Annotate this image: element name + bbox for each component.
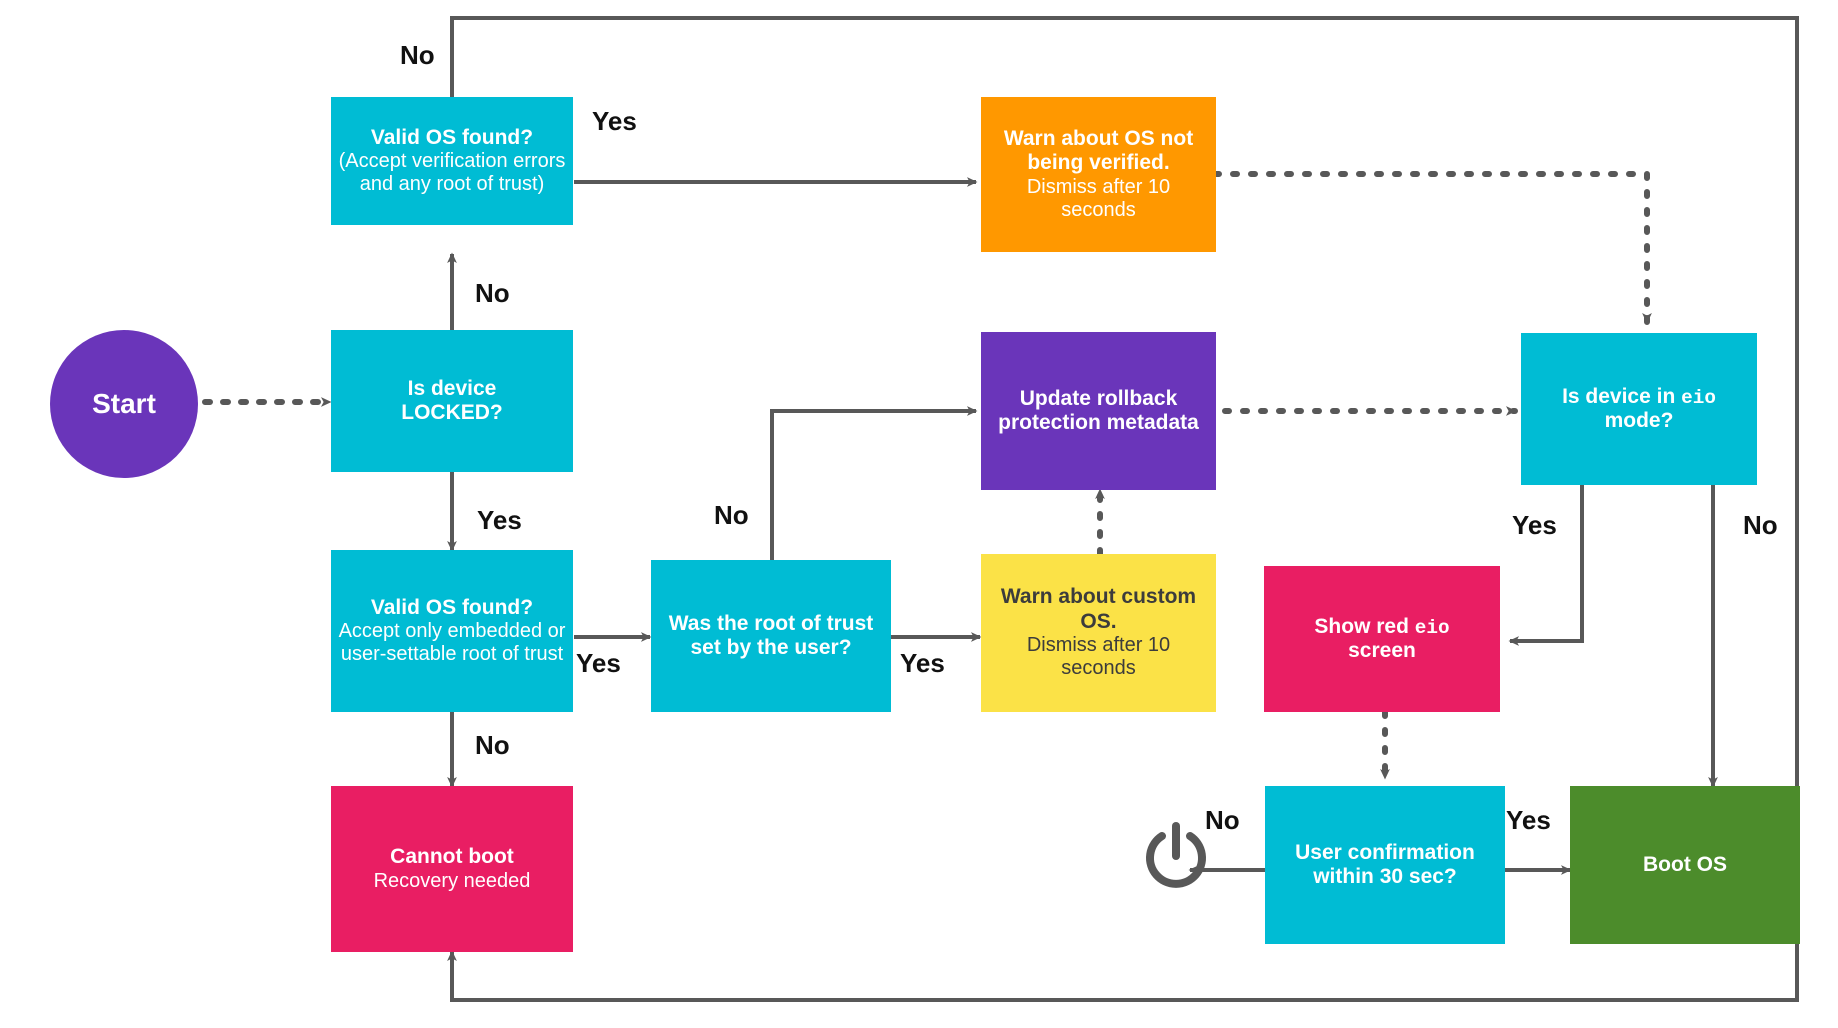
node-valid-bottom-title: Valid OS found? (370, 595, 534, 619)
node-eio-mode-title: Is device in eio mode? (1562, 385, 1716, 434)
node-rot-user-title: Was the root of trust set by the user? (668, 611, 874, 659)
edge-label-no-valid-bottom: No (475, 730, 510, 760)
edge-rot-user-to-rollback (770, 406, 978, 560)
node-locked-line1: Is device (407, 376, 497, 400)
node-eio-screen-title: Show red eio screen (1314, 615, 1449, 664)
node-warn-unverified-title: Warn about OS not being verified. (1003, 126, 1194, 175)
node-valid-top-subtitle: (Accept verification errors and any root… (338, 149, 566, 196)
node-boot-os-title: Boot OS (1643, 852, 1727, 876)
edge-label-no-locked-up: No (475, 278, 510, 308)
node-eio-mode-mono: eio (1681, 386, 1716, 409)
node-user-confirm-title: User confirmation within 30 sec? (1295, 840, 1475, 888)
edge-label-yes-user-confirm: Yes (1506, 805, 1551, 835)
node-eio-mode-pre: Is device in (1562, 384, 1676, 408)
node-show-red-eio-screen[interactable]: Show red eio screen (1264, 566, 1500, 712)
node-warn-os-not-verified[interactable]: Warn about OS not being verified. Dismis… (981, 97, 1216, 252)
node-valid-os-found-bottom[interactable]: Valid OS found? Accept only embedded or … (331, 550, 573, 712)
edge-label-no-top-loop: No (400, 40, 435, 70)
node-cannot-boot[interactable]: Cannot boot Recovery needed (331, 786, 573, 952)
node-warn-custom-subtitle: Dismiss after 10 seconds (1026, 634, 1171, 680)
edge-label-yes-rot-user: Yes (900, 648, 945, 678)
edge-label-no-user-confirm: No (1205, 805, 1240, 835)
node-valid-bottom-subtitle: Accept only embedded or user-settable ro… (338, 619, 566, 666)
node-locked-line2: LOCKED? (401, 401, 503, 424)
node-eio-screen-mono: eio (1414, 616, 1450, 639)
node-start-label: Start (92, 387, 156, 419)
node-warn-custom-os[interactable]: Warn about custom OS. Dismiss after 10 s… (981, 554, 1216, 712)
node-is-device-in-eio-mode[interactable]: Is device in eio mode? (1521, 333, 1757, 485)
node-warn-unverified-subtitle: Dismiss after 10 seconds (1026, 175, 1171, 221)
node-was-root-of-trust-set-by-user[interactable]: Was the root of trust set by the user? (651, 560, 891, 712)
edge-label-no-eio-mode: No (1743, 510, 1778, 540)
node-update-rollback-protection[interactable]: Update rollback protection metadata (981, 332, 1216, 490)
edge-label-no-rot-user: No (714, 500, 749, 530)
edge-label-yes-locked-down: Yes (477, 505, 522, 535)
edge-label-yes-eio-mode: Yes (1512, 510, 1557, 540)
node-eio-mode-post: mode? (1604, 409, 1674, 433)
node-valid-os-found-top[interactable]: Valid OS found? (Accept verification err… (331, 97, 573, 225)
node-warn-custom-title: Warn about custom OS. (1000, 585, 1197, 633)
edge-label-yes-valid-bottom: Yes (576, 648, 621, 678)
node-cannot-boot-title: Cannot boot (390, 845, 514, 869)
node-rollback-title: Update rollback protection metadata (998, 386, 1199, 434)
node-user-confirmation[interactable]: User confirmation within 30 sec? (1265, 786, 1505, 944)
node-eio-screen-post: screen (1348, 639, 1416, 663)
node-cannot-boot-subtitle: Recovery needed (373, 869, 531, 892)
node-eio-screen-pre: Show red (1314, 614, 1409, 638)
edge-label-yes-valid-top: Yes (592, 106, 637, 136)
node-is-device-locked[interactable]: Is device LOCKED? (331, 330, 573, 472)
edge-warn-unverified-to-eio-mode (1212, 171, 1652, 325)
power-off-icon (1140, 822, 1212, 898)
node-boot-os[interactable]: Boot OS (1570, 786, 1800, 944)
node-valid-top-title: Valid OS found? (370, 125, 534, 149)
edge-eio-mode-to-eio-screen (1508, 485, 1584, 646)
node-start[interactable]: Start (50, 330, 198, 478)
edge-valid-top-no-loop (447, 16, 1799, 1002)
